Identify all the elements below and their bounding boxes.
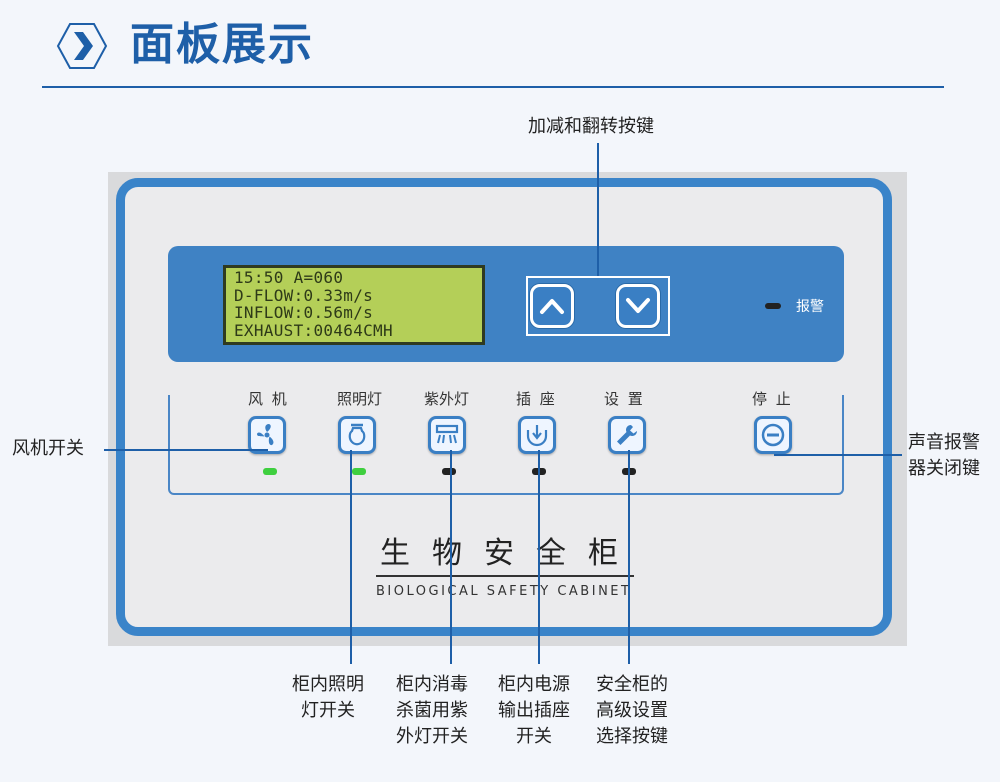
light-button[interactable]: [338, 416, 376, 454]
callout-line: [597, 143, 599, 276]
callout-uv-line: 杀菌用紫: [396, 700, 468, 721]
callout-line: [538, 450, 540, 664]
callout-line: [104, 449, 268, 451]
callout-socket-line: 输出插座: [498, 700, 570, 721]
uv-lamp-button[interactable]: [428, 416, 466, 454]
up-button[interactable]: [530, 284, 574, 328]
callout-settings-line: 高级设置: [596, 700, 668, 721]
fan-icon: [257, 424, 274, 446]
callout-line: [774, 454, 902, 456]
callout-socket-line: 柜内电源: [498, 674, 570, 695]
alarm-mute-button[interactable]: [754, 416, 792, 454]
settings-button[interactable]: [608, 416, 646, 454]
brand-divider: [376, 575, 634, 577]
socket-button[interactable]: [518, 416, 556, 454]
callout-fan: 风机开关: [12, 438, 84, 459]
settings-label: 设 置: [604, 390, 645, 408]
alarm-led: [765, 303, 781, 309]
brand-name-en: BIOLOGICAL SAFETY CABINET: [376, 584, 632, 599]
uv-lamp-icon: [435, 424, 459, 444]
callout-line: [450, 450, 452, 664]
callout-settings-line: 选择按键: [596, 726, 668, 747]
page-title: 面板展示: [130, 19, 314, 70]
light-label: 照明灯: [337, 390, 383, 408]
callout-uv-line: 外灯开关: [396, 726, 468, 747]
chevron-up-icon: [540, 299, 564, 314]
callout-settings-line: 安全柜的: [596, 674, 668, 695]
down-button[interactable]: [616, 284, 660, 328]
socket-label: 插 座: [516, 390, 557, 408]
callout-light-line: 柜内照明: [292, 674, 364, 695]
socket-icon: [526, 425, 548, 447]
callout-light: 柜内照明 灯开关: [292, 672, 364, 724]
arrow-keys-frame: [526, 276, 670, 336]
chevron-right-icon: [56, 23, 108, 69]
light-led: [352, 468, 366, 475]
callout-settings: 安全柜的 高级设置 选择按键: [596, 672, 668, 750]
wrench-icon: [617, 425, 637, 445]
callout-socket: 柜内电源 输出插座 开关: [498, 672, 570, 750]
callout-line: [628, 450, 630, 664]
callout-uv-line: 柜内消毒: [396, 674, 468, 695]
fan-label: 风 机: [248, 390, 289, 408]
lcd-line: 15:50 A=060: [234, 268, 344, 287]
lcd-display: 15:50 A=060 D-FLOW:0.33m/s INFLOW:0.56m/…: [223, 265, 485, 345]
fan-button[interactable]: [248, 416, 286, 454]
callout-uv: 柜内消毒 杀菌用紫 外灯开关: [396, 672, 468, 750]
lcd-line: EXHAUST:00464CMH: [234, 320, 393, 340]
lcd-line: D-FLOW:0.33m/s: [234, 285, 374, 305]
button-group-bracket: [168, 395, 844, 495]
stop-icon: [761, 423, 785, 447]
callout-socket-line: 开关: [516, 726, 552, 747]
uv-label: 紫外灯: [424, 390, 470, 408]
alarm-label: 报警: [796, 299, 824, 315]
fan-led: [263, 468, 277, 475]
brand-name-cn: 生物安全柜: [380, 536, 640, 571]
callout-alarm-line2: 器关闭键: [908, 458, 980, 479]
callout-alarm: 声音报警 器关闭键: [908, 430, 980, 482]
lamp-icon: [348, 423, 366, 446]
lcd-line: INFLOW:0.56m/s: [234, 303, 374, 322]
uv-led: [442, 468, 456, 475]
callout-alarm-line1: 声音报警: [908, 432, 980, 453]
callout-light-line: 灯开关: [301, 700, 355, 721]
chevron-down-icon: [626, 298, 650, 313]
stop-label: 停 止: [752, 390, 793, 408]
title-divider: [42, 86, 944, 88]
callout-line: [350, 450, 352, 664]
callout-arrows: 加减和翻转按键: [528, 116, 654, 137]
